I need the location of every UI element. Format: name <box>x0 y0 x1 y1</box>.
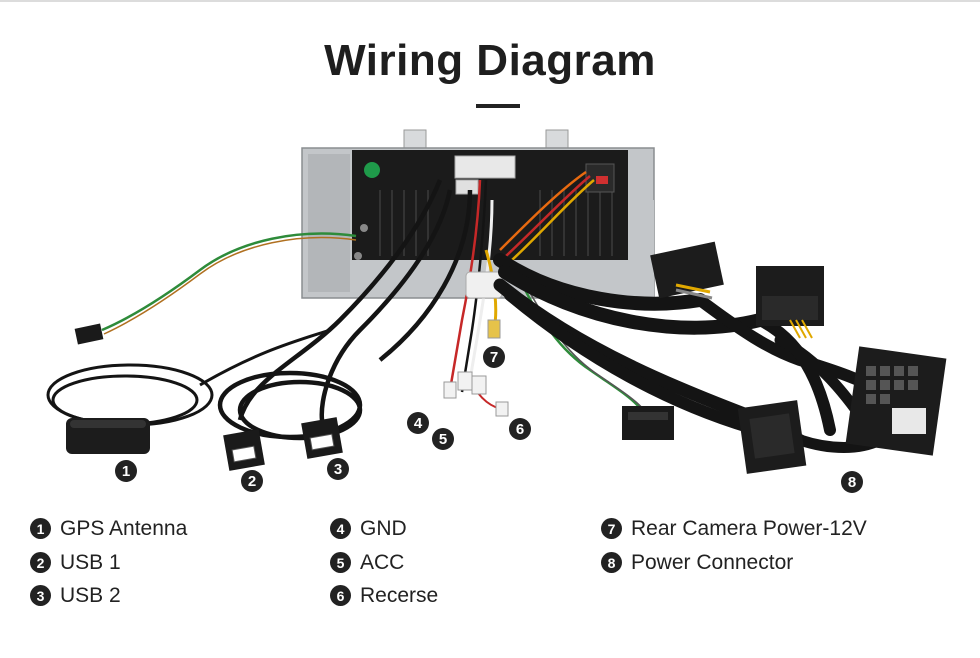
legend-badge: 7 <box>601 518 622 539</box>
legend-label: ACC <box>360 551 405 574</box>
marker-5-label: 5 <box>439 431 447 448</box>
marker-7-label: 7 <box>490 349 498 366</box>
legend-label: Power Connector <box>631 551 794 574</box>
legend-item-acc: 5 ACC <box>330 552 404 573</box>
legend-label: USB 2 <box>60 584 121 607</box>
legend-badge: 5 <box>330 552 351 573</box>
legend-badge: 6 <box>330 585 351 606</box>
page-title: Wiring Diagram <box>324 36 656 85</box>
marker-7: 7 <box>483 346 505 368</box>
power-leads <box>499 170 595 261</box>
marker-4: 4 <box>407 412 429 434</box>
legend-item-gps-antenna: 1 GPS Antenna <box>30 518 187 539</box>
gps-antenna <box>66 418 150 454</box>
marker-1-label: 1 <box>122 463 130 480</box>
marker-5: 5 <box>432 428 454 450</box>
top-divider <box>0 0 980 2</box>
harness-connector-d <box>737 400 807 474</box>
harness-connector-c <box>845 346 947 456</box>
marker-8-label: 8 <box>848 474 856 491</box>
small-connector <box>74 323 104 345</box>
legend-badge: 3 <box>30 585 51 606</box>
camera-connector <box>622 406 674 440</box>
title-underline <box>476 104 520 108</box>
legend-item-usb-2: 3 USB 2 <box>30 585 121 606</box>
marker-3: 3 <box>327 458 349 480</box>
usb-cables <box>217 179 473 441</box>
legend-label: Recerse <box>360 584 439 607</box>
marker-6: 6 <box>509 418 531 440</box>
marker-2: 2 <box>241 470 263 492</box>
legend-item-usb-1: 2 USB 1 <box>30 552 121 573</box>
marker-8: 8 <box>841 471 863 493</box>
marker-1: 1 <box>115 460 137 482</box>
usb-2-connector <box>301 417 343 459</box>
legend-item-gnd: 4 GND <box>330 518 407 539</box>
harness-connector-a <box>650 241 724 300</box>
marker-4-label: 4 <box>414 415 423 432</box>
legend-label: GND <box>360 517 407 540</box>
legend-item-power-connector: 8 Power Connector <box>601 552 793 573</box>
legend-badge: 2 <box>30 552 51 573</box>
legend-badge: 1 <box>30 518 51 539</box>
harness-connector-b <box>756 266 824 339</box>
gps-lead-wire <box>101 232 357 335</box>
marker-2-label: 2 <box>248 473 256 490</box>
legend-badge: 4 <box>330 518 351 539</box>
marker-3-label: 3 <box>334 461 342 478</box>
legend-item-rear-camera-power: 7 Rear Camera Power-12V <box>601 518 867 539</box>
marker-6-label: 6 <box>516 421 524 438</box>
usb-1-connector <box>223 429 265 471</box>
legend-label: GPS Antenna <box>60 517 188 540</box>
legend-label: Rear Camera Power-12V <box>631 517 867 540</box>
legend-label: USB 1 <box>60 551 121 574</box>
power-harness <box>493 253 886 453</box>
gps-cable <box>46 328 331 427</box>
legend-badge: 8 <box>601 552 622 573</box>
legend-item-recerse: 6 Recerse <box>330 585 438 606</box>
